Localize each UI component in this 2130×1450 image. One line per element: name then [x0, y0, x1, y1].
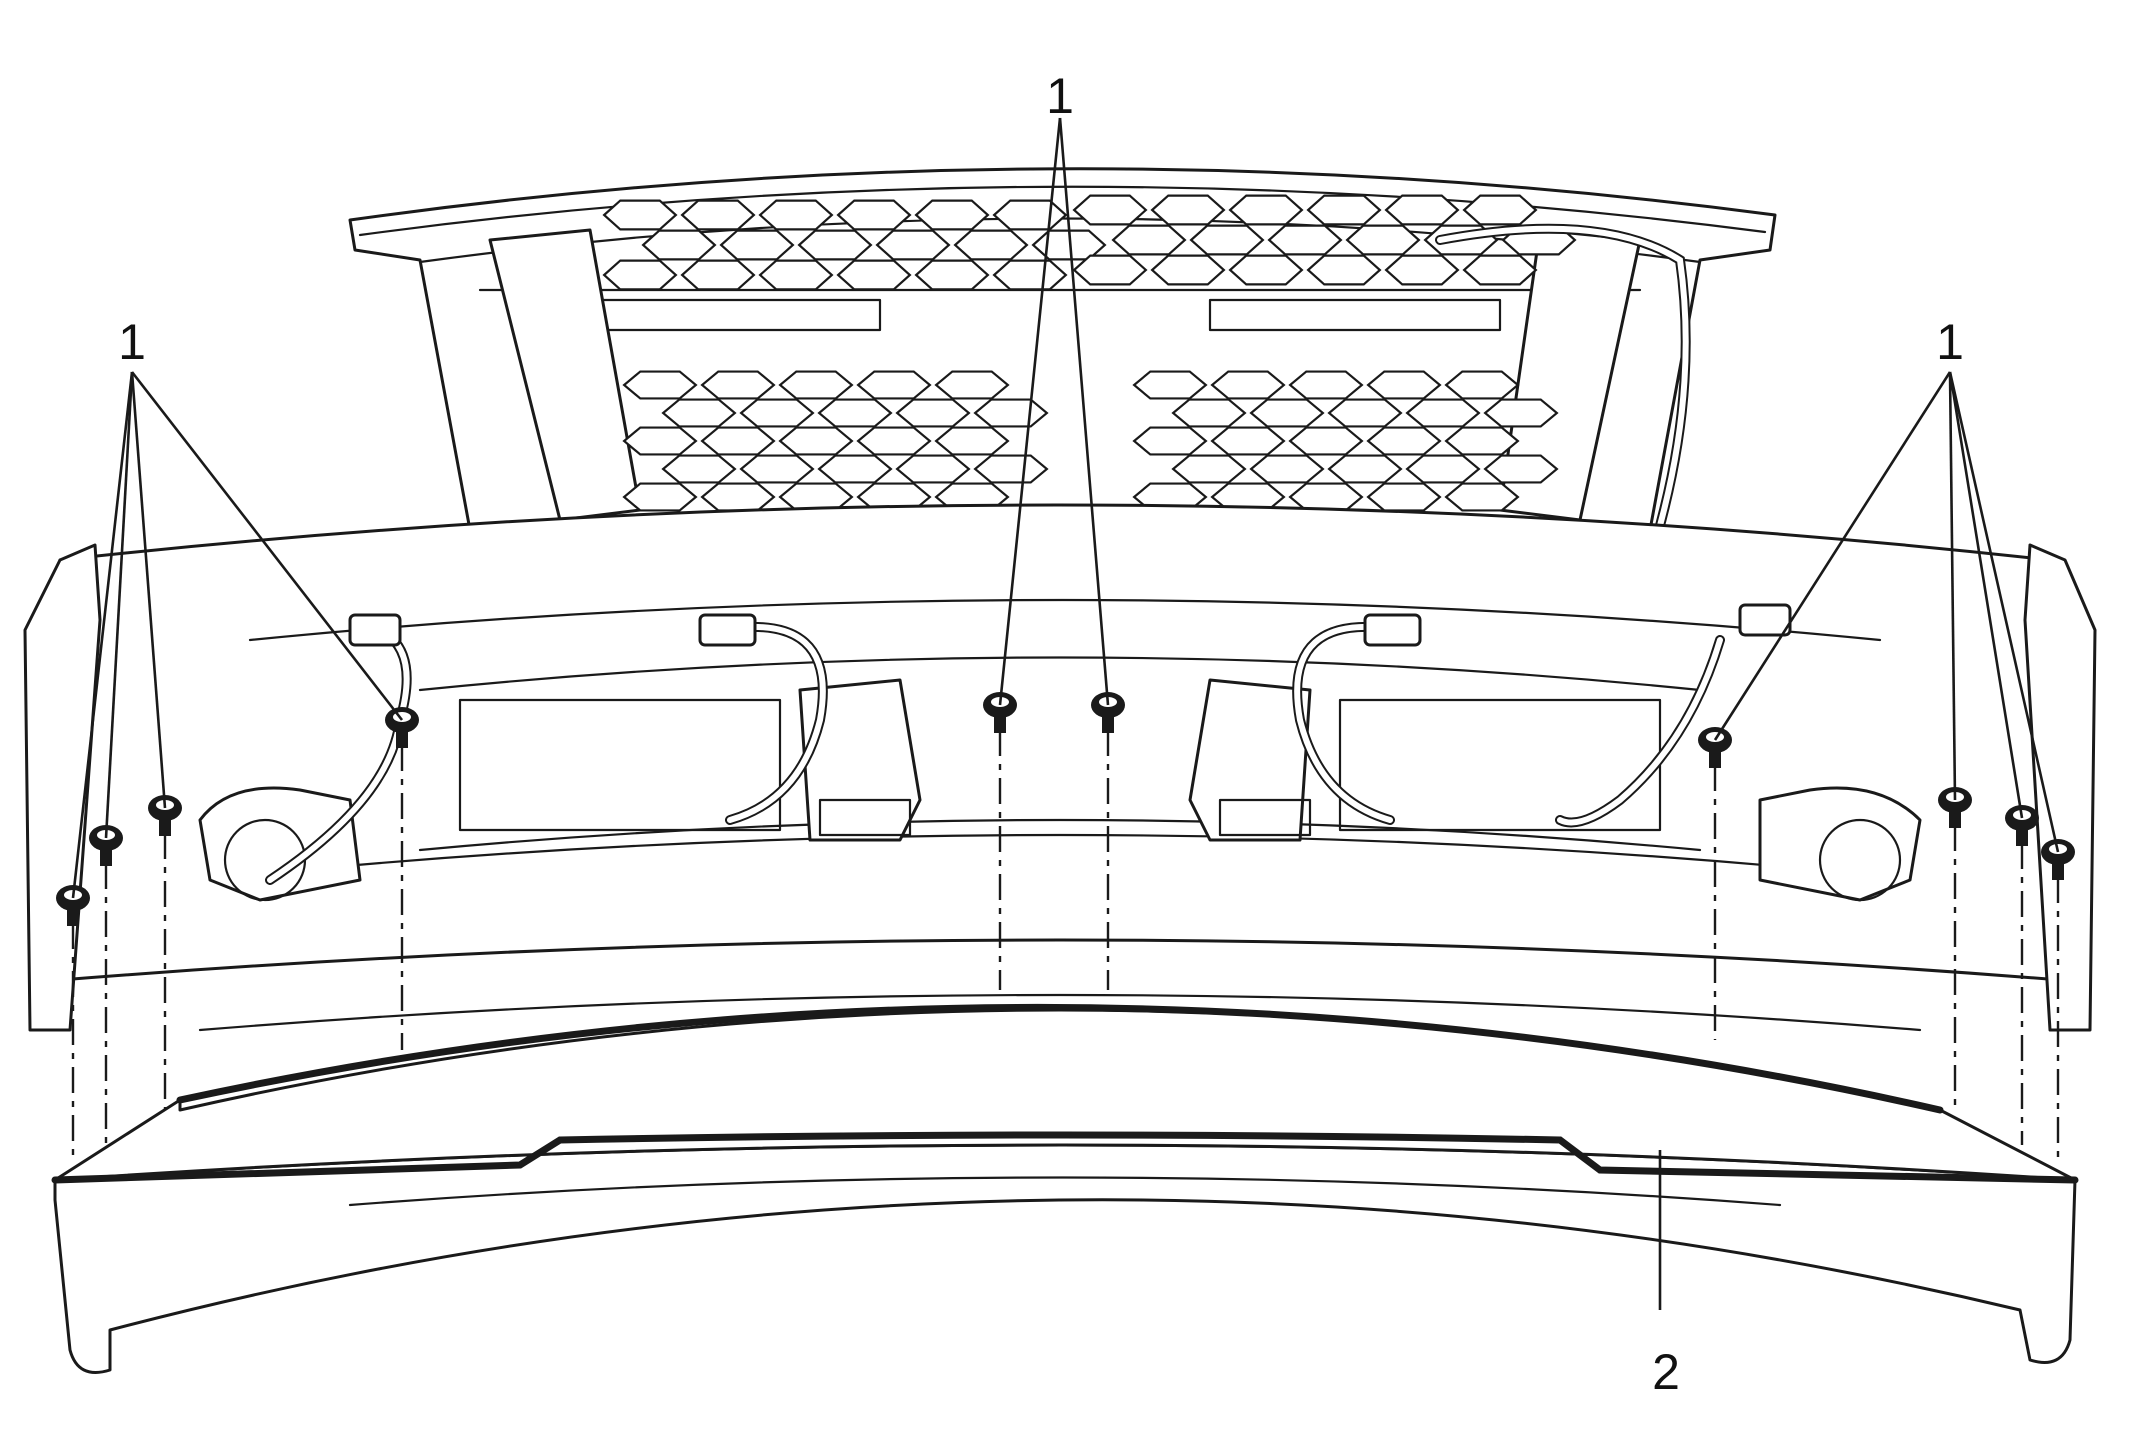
grille-hex-cell — [856, 370, 932, 400]
grille-mesh-upper-right — [1072, 194, 1577, 286]
grille-hex-cell — [797, 229, 873, 261]
grille-hex-cell — [1483, 398, 1559, 428]
grille-hex-cell — [1150, 254, 1226, 286]
grille-hex-cell — [875, 229, 951, 261]
grille-hex-cell — [1249, 454, 1325, 484]
grille-hex-cell — [1327, 454, 1403, 484]
grille-hex-cell — [1267, 224, 1343, 256]
grille-hex-cell — [817, 454, 893, 484]
grille-hex-cell — [895, 454, 971, 484]
grille-hex-cell — [758, 199, 834, 231]
grille-hex-cell — [1345, 224, 1421, 256]
grille-hex-cell — [622, 370, 698, 400]
grille-hex-cell — [1366, 426, 1442, 456]
grille-hex-cell — [680, 259, 756, 291]
fastener-icon — [148, 795, 182, 836]
grille-hex-cell — [1384, 254, 1460, 286]
grille-hex-cell — [914, 199, 990, 231]
grille-hex-cell — [1444, 426, 1520, 456]
grille-hex-cell — [934, 426, 1010, 456]
front-bumper-fascia — [51, 993, 2079, 1374]
grille-hex-cell — [739, 454, 815, 484]
grille-hex-cell — [661, 454, 737, 484]
grille-hex-cell — [992, 199, 1068, 231]
grille-hex-cell — [934, 370, 1010, 400]
grille-hex-cell — [856, 426, 932, 456]
grille-hex-cell — [602, 199, 678, 231]
grille-hex-cell — [680, 199, 756, 231]
grille-mesh-lower-right — [1132, 370, 1559, 512]
grille-hex-cell — [992, 259, 1068, 291]
grille-hex-cell — [1249, 398, 1325, 428]
grille-hex-cell — [1288, 426, 1364, 456]
grille-hex-cell — [602, 259, 678, 291]
grille-hex-cell — [661, 398, 737, 428]
callout-1-right: 1 — [1936, 314, 1964, 370]
grille-hex-cell — [914, 259, 990, 291]
grille-hex-cell — [622, 426, 698, 456]
grille-hex-cell — [973, 398, 1049, 428]
grille-mesh-upper-left — [602, 199, 1107, 291]
grille-hex-cell — [1111, 224, 1187, 256]
bumper-absorber — [23, 503, 2097, 1032]
callout-1-center: 1 — [1046, 68, 1074, 124]
grille-hex-cell — [1150, 194, 1226, 226]
grille-hex-cell — [1132, 370, 1208, 400]
grille-hex-cell — [622, 482, 698, 512]
grille-hex-cell — [758, 259, 834, 291]
grille-hex-cell — [1171, 454, 1247, 484]
grille-hex-cell — [895, 398, 971, 428]
grille-hex-cell — [739, 398, 815, 428]
grille-hex-cell — [700, 482, 776, 512]
grille-hex-cell — [953, 229, 1029, 261]
leader-lines — [71, 117, 2060, 1310]
grille-hex-cell — [778, 370, 854, 400]
grille-hex-cell — [1228, 194, 1304, 226]
grille-hex-cell — [1444, 370, 1520, 400]
grille-hex-cell — [1072, 254, 1148, 286]
grille-hex-cell — [1384, 194, 1460, 226]
grille-hex-cell — [1210, 370, 1286, 400]
fastener-install-paths — [71, 730, 2060, 1160]
grille-hex-cell — [836, 199, 912, 231]
grille-hex-cell — [1366, 370, 1442, 400]
grille-hex-cell — [1228, 254, 1304, 286]
grille-hex-cell — [1306, 194, 1382, 226]
grille-hex-cell — [1288, 370, 1364, 400]
callout-1-left: 1 — [118, 314, 146, 370]
grille-hex-cell — [1306, 254, 1382, 286]
grille-hex-cell — [1132, 426, 1208, 456]
grille-hex-cell — [1072, 194, 1148, 226]
grille-hex-cell — [700, 426, 776, 456]
grille-hex-cell — [778, 426, 854, 456]
grille-hex-cell — [719, 229, 795, 261]
grille-hex-cell — [1288, 482, 1364, 512]
grille-hex-cell — [973, 454, 1049, 484]
grille-hex-cell — [1189, 224, 1265, 256]
grille-hex-cell — [1366, 482, 1442, 512]
callout-2-fascia: 2 — [1652, 1344, 1680, 1400]
grille-hex-cell — [1405, 454, 1481, 484]
grille-hex-cell — [1210, 426, 1286, 456]
grille-hex-cell — [641, 229, 717, 261]
grille-hex-cell — [1327, 398, 1403, 428]
grille-hex-cell — [1171, 398, 1247, 428]
grille-mesh-lower-left — [622, 370, 1049, 512]
grille-hex-cell — [836, 259, 912, 291]
grille-hex-cell — [1462, 254, 1538, 286]
grille-hex-cell — [1483, 454, 1559, 484]
grille-hex-cell — [1444, 482, 1520, 512]
grille-hex-cell — [1405, 398, 1481, 428]
upper-grille — [348, 167, 1777, 645]
grille-hex-cell — [700, 370, 776, 400]
grille-hex-cell — [817, 398, 893, 428]
grille-hex-cell — [1462, 194, 1538, 226]
